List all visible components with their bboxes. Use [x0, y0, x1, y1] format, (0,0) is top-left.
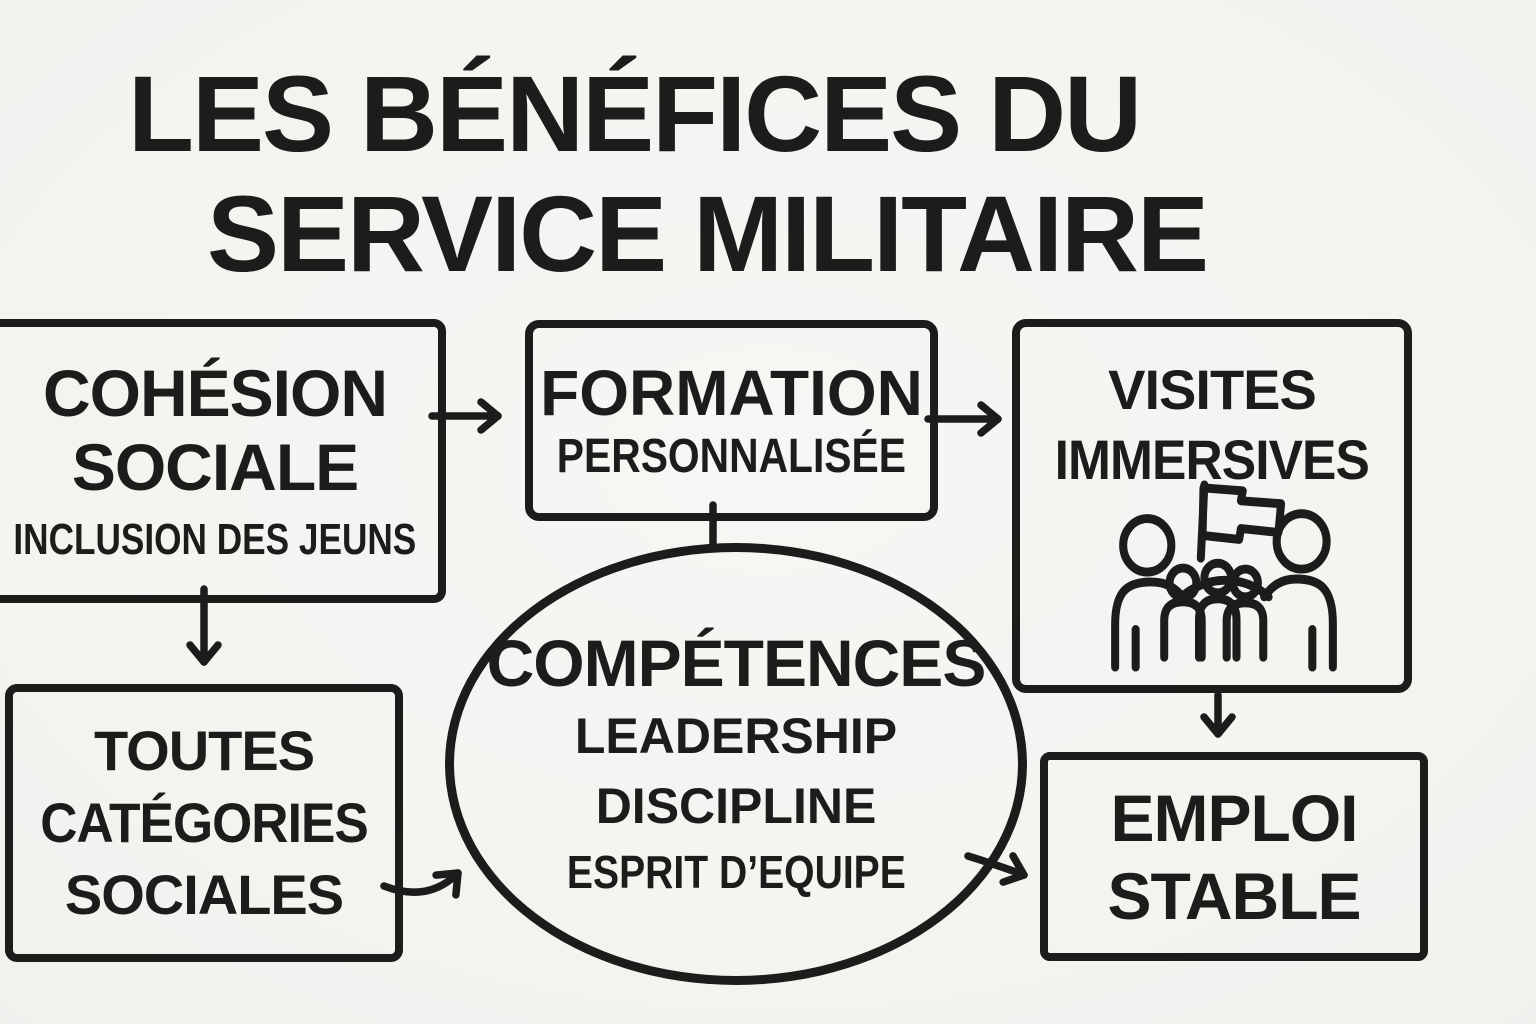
- diagram-title-line1: LES BÉNÉFICES DU: [128, 53, 1142, 174]
- person-body-right: [1260, 574, 1337, 672]
- node-toutes-categories-sociales: TOUTES CATÉGORIES SOCIALES: [5, 684, 403, 962]
- node-competences: COMPÉTENCES LEADERSHIP DISCIPLINE ESPRIT…: [445, 543, 1027, 985]
- node-formation-line1: FORMATION: [540, 356, 923, 429]
- diagram-title-line2: SERVICE MILITAIRE: [206, 173, 1209, 294]
- node-visites-immersives: VISITES IMMERSIVES: [1012, 319, 1412, 693]
- node-visites-line2: IMMERSIVES: [1054, 428, 1370, 491]
- node-competences-item2: DISCIPLINE: [595, 778, 877, 834]
- person-head-right: [1272, 509, 1331, 574]
- small-body-3: [1222, 598, 1268, 662]
- node-emploi-stable: EMPLOI STABLE: [1040, 752, 1428, 961]
- small-head-3: [1228, 564, 1262, 602]
- node-emploi-line2: STABLE: [1107, 858, 1361, 933]
- node-competences-item3: ESPRIT D’EQUIPE: [566, 846, 906, 898]
- node-formation-personnalisee: FORMATION PERSONNALISÉE: [525, 320, 938, 521]
- node-cohesion-sociale: COHÉSION SOCIALE INCLUSION DES JEUNS: [0, 319, 446, 603]
- node-toutes-line3: SOCIALES: [64, 863, 344, 926]
- tour-group-flag-icon: [1111, 480, 1337, 672]
- person-head-left: [1119, 514, 1176, 577]
- node-cohesion-line1: COHÉSION: [42, 356, 388, 430]
- small-body-2: [1195, 594, 1241, 662]
- node-toutes-line2: CATÉGORIES: [40, 791, 369, 854]
- node-competences-item1: LEADERSHIP: [574, 708, 898, 764]
- node-competences-title: COMPÉTENCES: [486, 626, 987, 700]
- node-cohesion-subtitle: INCLUSION DES JEUNS: [13, 515, 417, 564]
- node-formation-line2: PERSONNALISÉE: [556, 429, 907, 483]
- node-emploi-line1: EMPLOI: [1110, 780, 1358, 855]
- flag-icon: [1198, 483, 1286, 544]
- node-visites-line1: VISITES: [1108, 358, 1317, 421]
- node-cohesion-line2: SOCIALE: [71, 430, 359, 504]
- node-toutes-line1: TOUTES: [93, 719, 315, 782]
